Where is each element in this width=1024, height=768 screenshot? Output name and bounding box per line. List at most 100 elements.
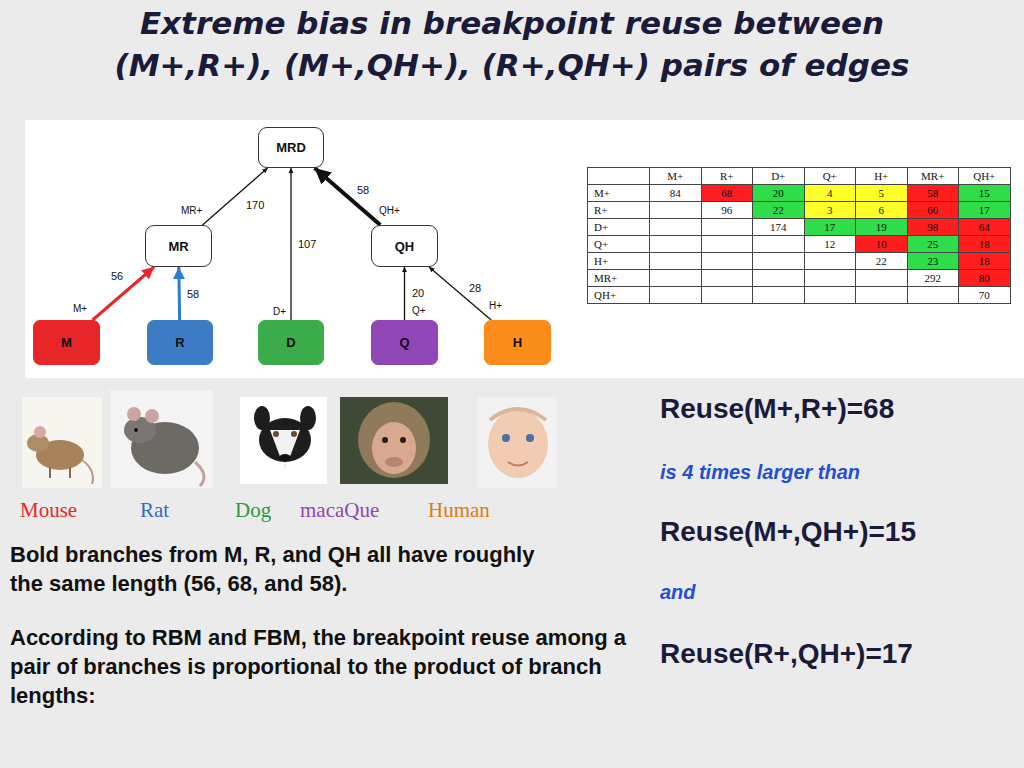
edge-name: M+: [72, 303, 88, 314]
table-cell: [649, 269, 702, 287]
table-value: 6: [879, 204, 885, 216]
table-value: 4: [827, 187, 833, 199]
edge-name: H+: [488, 300, 503, 311]
tree-panel: [25, 120, 1024, 378]
table-cell: 96: [701, 201, 754, 219]
table-header: R+: [720, 170, 734, 182]
table-value: 12: [824, 238, 835, 250]
node-label: Q: [399, 335, 409, 350]
table-cell: [701, 218, 754, 236]
node-label: MRD: [276, 140, 306, 155]
tree-branch: [290, 168, 291, 320]
table-value: 5: [879, 187, 885, 199]
table-header: H+: [874, 170, 888, 182]
table-value: 25: [927, 238, 938, 250]
table-cell: 25: [907, 235, 960, 253]
table-value: 20: [773, 187, 784, 199]
table-cell: M+: [649, 167, 702, 185]
table-cell: [701, 252, 754, 270]
tree-node-box: QH: [371, 225, 438, 267]
table-cell: [649, 218, 702, 236]
table-value: 17: [824, 221, 835, 233]
note-text: According to RBM and FBM, the breakpoint…: [10, 623, 635, 710]
table-value: 19: [876, 221, 887, 233]
table-cell: 6: [855, 201, 908, 219]
table-cell: [804, 286, 857, 304]
table-value: 174: [770, 221, 787, 233]
tree-node-box: M: [33, 320, 100, 365]
table-cell: 70: [958, 286, 1011, 304]
table-cell: D+: [752, 167, 805, 185]
note-text: Bold branches from M, R, and QH all have…: [10, 540, 570, 598]
branch-length: 58: [186, 288, 200, 300]
table-cell: [701, 269, 754, 287]
tree-node-box: R: [147, 320, 213, 365]
table-cell: [649, 201, 702, 219]
table-cell: 58: [907, 184, 960, 202]
branch-length: 28: [468, 282, 482, 294]
mouse-photo: [22, 397, 102, 488]
table-cell: 60: [907, 201, 960, 219]
tree-branch: [404, 267, 405, 320]
table-value: 70: [979, 289, 990, 301]
tree-branch: [202, 168, 267, 225]
baby-photo: [478, 397, 557, 488]
species-name: Human: [428, 498, 490, 523]
dog-photo: [240, 397, 327, 484]
branch-length: 56: [110, 270, 124, 282]
table-cell: Q+: [804, 167, 857, 185]
table-cell: [804, 269, 857, 287]
table-header: D+: [771, 170, 785, 182]
species-name: macaQue: [300, 498, 379, 523]
slide-title: Extreme bias in breakpoint reuse between…: [62, 2, 962, 86]
table-value: 22: [876, 255, 887, 267]
table-cell: 80: [958, 269, 1011, 287]
table-cell: 84: [649, 184, 702, 202]
table-header: D+: [594, 221, 608, 233]
table-value: 17: [979, 204, 990, 216]
table-cell: MR+: [907, 167, 960, 185]
table-cell: [701, 286, 754, 304]
table-header: MR+: [594, 272, 617, 284]
tree-branch: [93, 267, 155, 320]
table-header: M+: [594, 187, 610, 199]
table-cell: H+: [587, 252, 650, 270]
table-cell: 18: [958, 235, 1011, 253]
table-value: 98: [927, 221, 938, 233]
table-value: 18: [979, 238, 990, 250]
table-value: 96: [721, 204, 732, 216]
reuse-statement: Reuse(R+,QH+)=17: [660, 638, 913, 670]
table-cell: 12: [804, 235, 857, 253]
node-label: R: [175, 335, 184, 350]
tree-node-box: MR: [145, 225, 212, 267]
table-cell: 5: [855, 184, 908, 202]
table-cell: 68: [701, 184, 754, 202]
branch-length: 20: [411, 287, 425, 299]
table-cell: [907, 286, 960, 304]
tree-node-box: H: [484, 320, 551, 365]
table-value: 68: [721, 187, 732, 199]
table-cell: MR+: [587, 269, 650, 287]
table-cell: [752, 286, 805, 304]
table-value: 64: [979, 221, 990, 233]
table-cell: D+: [587, 218, 650, 236]
tree-branch: [315, 168, 381, 225]
table-cell: 20: [752, 184, 805, 202]
reuse-statement: Reuse(M+,QH+)=15: [660, 516, 916, 548]
table-cell: QH+: [958, 167, 1011, 185]
branch-length: 107: [297, 238, 317, 250]
table-cell: [752, 252, 805, 270]
table-cell: 18: [958, 252, 1011, 270]
table-value: 3: [827, 204, 833, 216]
table-header: MR+: [921, 170, 944, 182]
table-cell: 4: [804, 184, 857, 202]
table-cell: 22: [855, 252, 908, 270]
tree-node-box: MRD: [258, 127, 324, 168]
table-header: QH+: [594, 289, 616, 301]
table-cell: 64: [958, 218, 1011, 236]
table-value: 23: [927, 255, 938, 267]
node-label: M: [61, 335, 72, 350]
table-cell: QH+: [587, 286, 650, 304]
table-cell: 174: [752, 218, 805, 236]
table-cell: 23: [907, 252, 960, 270]
